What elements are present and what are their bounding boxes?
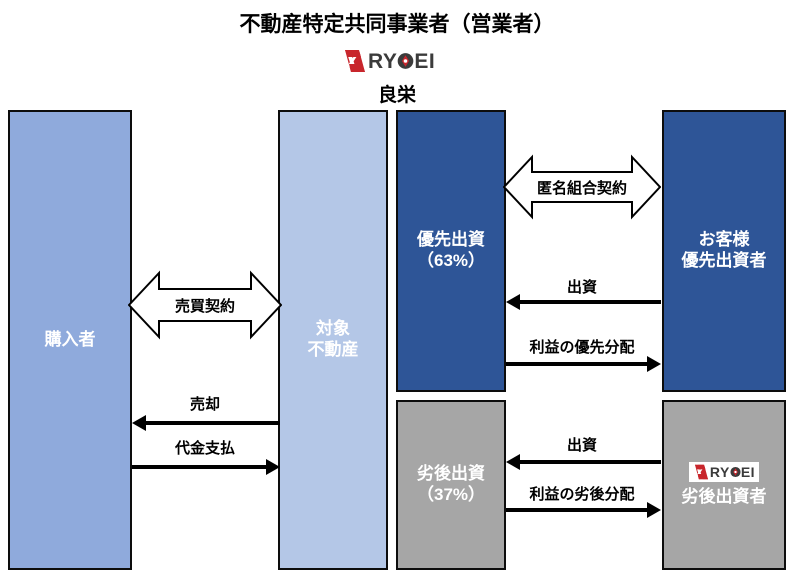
arrow-anonymous-partnership-shape <box>502 154 662 220</box>
arrow-payment-label: 代金支払 <box>174 440 235 457</box>
box-senior-equity-line-1: 優先出資 <box>417 230 485 250</box>
box-buyer: 購入者 <box>8 110 132 570</box>
ryoei-logo-small-mark <box>693 464 708 480</box>
arrow-anonymous-partnership: 匿名組合契約 <box>502 148 662 226</box>
box-junior-equity-line-1: 劣後出資 <box>417 464 485 484</box>
arrow-junior-profit <box>506 502 661 518</box>
ryoei-logo-small: RYOEI <box>688 462 760 483</box>
box-property-line-2: 不動産 <box>307 340 359 359</box>
arrow-sell <box>132 415 280 431</box>
box-customer-line-2: 優先出資者 <box>681 251 767 270</box>
arrow-sale-contract-shape <box>127 270 283 340</box>
arrow-senior-profit-label: 利益の優先分配 <box>529 339 635 356</box>
ryoei-logo-small-text: RYOEI <box>710 465 755 479</box>
box-property: 対象 不動産 <box>278 110 388 570</box>
box-senior-equity: 優先出資 （63%） <box>396 110 506 392</box>
arrow-sell-label: 売却 <box>189 396 220 413</box>
box-junior-equity: 劣後出資 （37%） <box>396 400 506 570</box>
box-property-line-1: 対象 <box>316 319 350 339</box>
arrow-junior-investment <box>506 454 661 470</box>
ryoei-logo-mark <box>343 50 365 72</box>
ryoei-logo-small-ry: RY <box>709 464 730 481</box>
box-senior-equity-line-2: （63%） <box>416 251 486 270</box>
page-title: 不動産特定共同事業者（営業者） <box>239 13 555 36</box>
ryoei-logo-text-ry: RY <box>368 49 398 73</box>
ryoei-logo: RYOEI <box>342 48 436 74</box>
arrow-senior-investment <box>506 294 661 310</box>
ryoei-logo-o-icon: O <box>397 53 414 70</box>
ryoei-logo-small-o-icon: O <box>730 467 741 478</box>
arrow-senior-profit <box>506 356 661 372</box>
arrow-senior-investment-label: 出資 <box>566 279 597 296</box>
box-buyer-line-1: 購入者 <box>44 329 96 349</box>
ryoei-logo-text: RYOEI <box>368 51 435 72</box>
arrow-junior-profit-label: 利益の劣後分配 <box>529 486 635 503</box>
box-customer-line-1: お客様 <box>698 230 750 250</box>
arrow-payment <box>132 459 280 475</box>
arrow-sale-contract: 売買契約 <box>127 262 283 348</box>
box-junior-investor-line-1: 劣後出資者 <box>681 487 767 507</box>
ryoei-logo-small-ei: EI <box>740 464 756 481</box>
box-junior-equity-line-2: （37%） <box>416 485 486 504</box>
arrow-sale-contract-label: 売買契約 <box>174 297 235 315</box>
box-junior-investor: RYOEI 劣後出資者 <box>662 400 786 570</box>
company-name: 良栄 <box>377 85 416 106</box>
arrow-anonymous-partnership-label: 匿名組合契約 <box>536 179 627 197</box>
arrow-junior-investment-label: 出資 <box>566 437 597 454</box>
ryoei-logo-text-ei: EI <box>414 49 436 73</box>
box-customer: お客様 優先出資者 <box>662 110 786 392</box>
